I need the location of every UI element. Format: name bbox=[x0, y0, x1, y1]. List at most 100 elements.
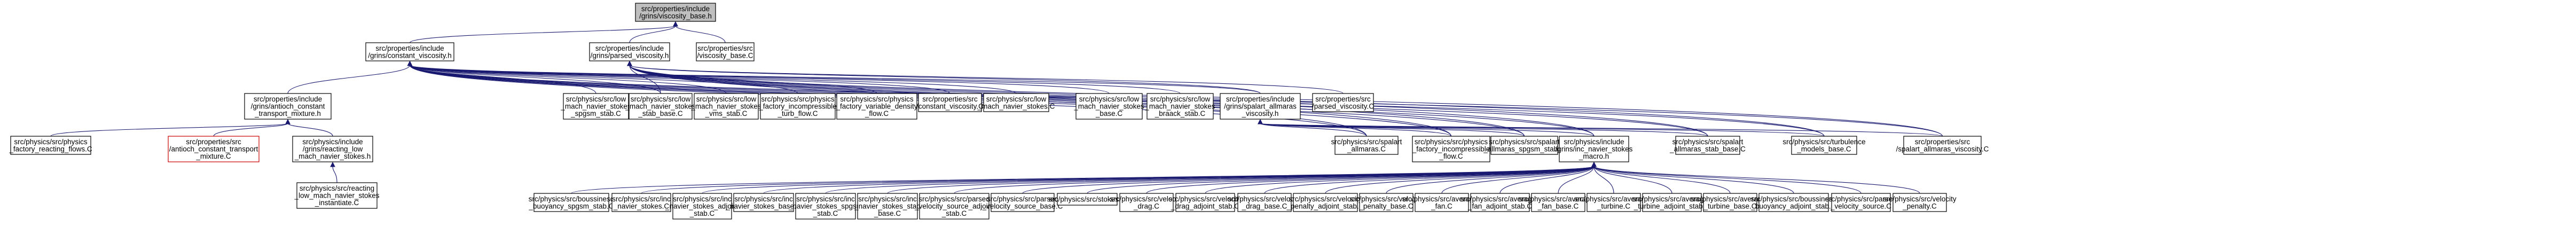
node-label: src/physics/src/averaged bbox=[1519, 195, 1598, 203]
node-label: src/physics/src/spalart bbox=[1331, 138, 1402, 146]
node-label: src/physics/src/velocity bbox=[1110, 195, 1183, 203]
node-pvs[interactable]: src/physics/src/parsed_velocity_source.C bbox=[1825, 193, 1897, 212]
node-ins_spgsm[interactable]: src/physics/src/inc_navier_stokes_spgsm_… bbox=[788, 193, 862, 220]
edge-incns-ins_spgsm bbox=[825, 161, 1597, 194]
node-vdrag[interactable]: src/physics/src/velocity_drag.C bbox=[1110, 193, 1183, 212]
node-lmns_stab[interactable]: src/physics/src/low_mach_navier_stokes_s… bbox=[625, 93, 696, 120]
node-pvc[interactable]: src/properties/src/parsed_viscosity.C bbox=[1312, 93, 1374, 112]
node-vdrag_base[interactable]: src/physics/src/velocity_drag_base.C bbox=[1228, 193, 1301, 212]
node-label: _factory_incompressible bbox=[758, 103, 837, 111]
node-stokes[interactable]: src/physics/src/stokes.C bbox=[1049, 193, 1126, 206]
node-lmns_vms[interactable]: src/physics/src/low_mach_navier_stokes_v… bbox=[690, 93, 761, 120]
node-label: _mach_navier_stokes bbox=[1073, 103, 1144, 111]
edge-ant-rlmns bbox=[285, 119, 333, 137]
node-label: /constant_viscosity.C bbox=[916, 102, 984, 110]
node-ins_base[interactable]: src/physics/src/inc_navier_stokes_base.C bbox=[725, 193, 802, 212]
node-ant[interactable]: src/properties/include/grins/antioch_con… bbox=[244, 93, 332, 120]
node-label: _vms_stab.C bbox=[705, 110, 748, 118]
node-label: _mixture.C bbox=[195, 152, 231, 160]
node-pf_vd[interactable]: src/physics/src/physics_factory_variable… bbox=[835, 93, 918, 120]
node-ins_stabb[interactable]: src/physics/src/inc_navier_stokes_stab_b… bbox=[854, 193, 921, 220]
node-vb[interactable]: src/properties/src/viscosity_base.C bbox=[696, 42, 755, 61]
node-b_spgsm[interactable]: src/physics/src/boussinesq_buoyancy_spgs… bbox=[528, 193, 614, 212]
node-aturb[interactable]: src/physics/src/averaged_turbine.C bbox=[1574, 193, 1654, 212]
node-vpen[interactable]: src/physics/src/velocity_penalty.C bbox=[1883, 193, 1957, 212]
edge-root-cv bbox=[409, 21, 678, 43]
node-label: _fan_adjoint_stab.C bbox=[1467, 202, 1532, 210]
node-pf_inc[interactable]: src/physics/src/physics_factory_incompre… bbox=[1412, 136, 1490, 162]
node-cvc[interactable]: src/properties/src/constant_viscosity.C bbox=[916, 93, 984, 112]
node-pvs_base[interactable]: src/physics/src/parsed_velocity_source_b… bbox=[982, 193, 1063, 212]
node-label: src/physics/src/parsed bbox=[1825, 195, 1897, 203]
edge-sa-sav bbox=[1258, 119, 1943, 137]
node-afan_base[interactable]: src/physics/src/averaged_fan_base.C bbox=[1519, 193, 1598, 212]
edge-root-vb bbox=[673, 21, 726, 43]
node-label: src/physics/src/inc bbox=[796, 195, 855, 203]
node-sav[interactable]: src/properties/src/spalart_allmaras_visc… bbox=[1896, 136, 1989, 155]
node-label: src/physics/src/averaged bbox=[1402, 195, 1482, 203]
node-sa[interactable]: src/properties/include/grins/spalart_all… bbox=[1220, 93, 1301, 120]
node-label: /spalart_allmaras_viscosity.C bbox=[1896, 145, 1989, 153]
node-label: src/physics/src/low bbox=[986, 95, 1047, 103]
edge-cv-lmns_brack bbox=[407, 60, 1181, 94]
node-cv[interactable]: src/properties/include/grins/constant_vi… bbox=[365, 42, 454, 61]
node-turbmb[interactable]: src/physics/src/turbulence_models_base.C bbox=[1782, 136, 1866, 155]
node-vpen_base[interactable]: src/physics/src/velocity_penalty_base.C bbox=[1349, 193, 1423, 212]
node-label: _flow.C bbox=[1439, 152, 1463, 160]
node-incns[interactable]: src/physics/include/grins/inc_navier_sto… bbox=[1556, 136, 1633, 162]
node-label: _allmaras_stab_base.C bbox=[1669, 145, 1746, 153]
node-label: _allmaras_spgsm_stab.C bbox=[1483, 145, 1565, 153]
graph-nodes: src/properties/include/grins/viscosity_b… bbox=[9, 3, 1989, 220]
node-sa_spgsm[interactable]: src/physics/src/spalart_allmaras_spgsm_s… bbox=[1483, 136, 1565, 155]
node-afan_adj[interactable]: src/physics/src/averaged_fan_adjoint_sta… bbox=[1460, 193, 1540, 212]
node-pv[interactable]: src/properties/include/grins/parsed_visc… bbox=[589, 42, 670, 61]
node-label: src/properties/include bbox=[254, 95, 322, 103]
node-label: src/physics/src/inc bbox=[858, 195, 917, 203]
node-label: _factory_variable_density bbox=[835, 103, 917, 111]
node-pf_rf[interactable]: src/physics/src/physics_factory_reacting… bbox=[9, 136, 92, 155]
node-label: _fan.C bbox=[1431, 202, 1452, 210]
node-label: _mach_navier_stokes.h bbox=[294, 152, 371, 160]
node-label: src/physics/src/averaged bbox=[1574, 195, 1654, 203]
node-pf_turb[interactable]: src/physics/src/physics_factory_incompre… bbox=[758, 93, 837, 120]
node-rlmns_inst[interactable]: src/physics/src/reacting_low_mach_navier… bbox=[294, 182, 380, 209]
node-vdrag_adj[interactable]: src/physics/src/velocity_drag_adjoint_st… bbox=[1168, 193, 1242, 212]
node-label: src/physics/src/inc bbox=[734, 195, 793, 203]
node-label: /viscosity_base.C bbox=[697, 51, 753, 59]
node-label: src/physics/src/reacting bbox=[300, 184, 374, 192]
node-label: src/properties/include bbox=[375, 44, 444, 52]
node-lmns_brack[interactable]: src/physics/src/low_mach_navier_stokes_b… bbox=[1144, 93, 1215, 120]
node-actm[interactable]: src/properties/src/antioch_constant_tran… bbox=[168, 136, 260, 162]
node-label: /grins/reacting_low bbox=[303, 145, 363, 153]
node-lmns_spgsm[interactable]: src/physics/src/low_mach_navier_stokes_s… bbox=[560, 93, 631, 120]
node-ins_adj[interactable]: src/physics/src/inc_navier_stokes_adjoin… bbox=[665, 193, 739, 220]
edge-cv-lmns_stab bbox=[407, 60, 661, 94]
node-label: _navier_stokes_adjoint bbox=[665, 202, 739, 210]
node-ins_stab[interactable]: src/physics/src/inc_navier_stokes.C bbox=[611, 193, 671, 212]
node-aturb_adj[interactable]: src/physics/src/averaged_turbine_adjoint… bbox=[1632, 193, 1712, 212]
node-aturb_base[interactable]: src/physics/src/averaged_turbine_base.C bbox=[1691, 193, 1770, 212]
node-label: _stab_base.C bbox=[638, 110, 683, 118]
node-label: src/physics/src/low bbox=[631, 95, 691, 103]
node-label: _penalty.C bbox=[1902, 202, 1937, 210]
node-label: _mach_navier_stokes bbox=[625, 103, 696, 111]
node-label: src/physics/src/spalart bbox=[1672, 138, 1743, 146]
node-lmns[interactable]: src/physics/src/low_mach_navier_stokes.C bbox=[977, 93, 1055, 112]
node-pvs_adj[interactable]: src/physics/src/parsed_velocity_source_a… bbox=[914, 193, 994, 220]
node-afan[interactable]: src/physics/src/averaged_fan.C bbox=[1402, 193, 1482, 212]
node-label: _allmaras.C bbox=[1347, 145, 1386, 153]
node-label: src/physics/src/parsed bbox=[918, 195, 990, 203]
node-b_adj[interactable]: src/physics/src/boussinesq_buoyancy_adjo… bbox=[1750, 193, 1836, 212]
node-root[interactable]: src/properties/include/grins/viscosity_b… bbox=[635, 3, 716, 22]
node-label: _turbine.C bbox=[1597, 202, 1631, 210]
node-rlmns[interactable]: src/physics/include/grins/reacting_low_m… bbox=[292, 136, 373, 162]
node-sac[interactable]: src/physics/src/spalart_allmaras.C bbox=[1331, 136, 1402, 155]
node-label: /antioch_constant_transport bbox=[169, 145, 258, 153]
node-sa_stab[interactable]: src/physics/src/spalart_allmaras_stab_ba… bbox=[1669, 136, 1746, 155]
node-label: src/physics/src/velocity bbox=[1289, 195, 1362, 203]
node-lmns_base[interactable]: src/physics/src/low_mach_navier_stokes_b… bbox=[1073, 93, 1144, 120]
node-vpen_adj[interactable]: src/physics/src/velocity_penalty_adjoint… bbox=[1286, 193, 1364, 212]
node-label: src/properties/src bbox=[697, 44, 753, 52]
edge-incns-ins_stabb bbox=[887, 161, 1597, 194]
